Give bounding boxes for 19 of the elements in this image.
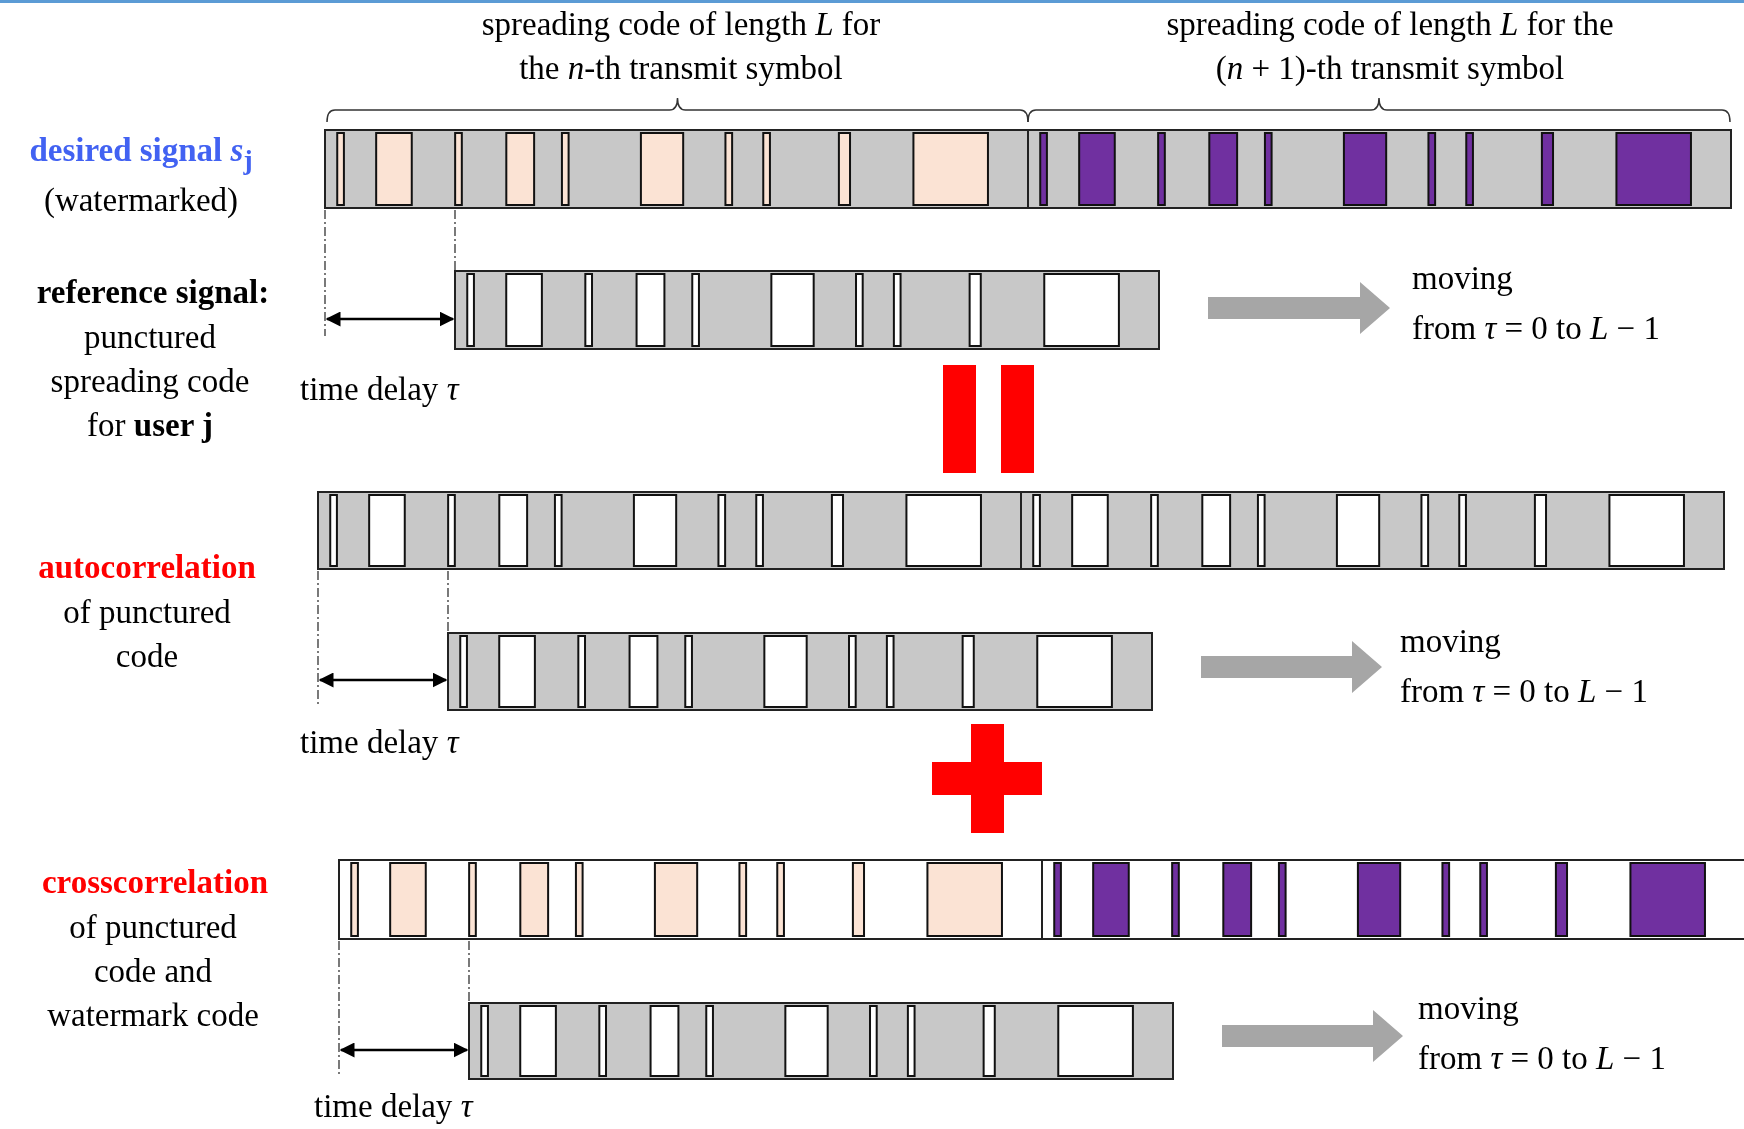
movement-note: from τ = 0 to L − 1 (1418, 1039, 1667, 1078)
row-description: punctured spreading code for user j (49, 318, 251, 445)
movement-note: from τ = 0 to L − 1 (1412, 309, 1661, 348)
row-title: autocorrelation (37, 548, 257, 587)
time-delay-label: time delay τ (300, 370, 461, 409)
movement-note: moving (1400, 622, 1502, 661)
row-description: of punctured code (62, 593, 232, 676)
time-delay-label: time delay τ (314, 1087, 475, 1126)
code-length-note: spreading code of length L for the (n + 1)-th transmit symbol (1165, 5, 1615, 88)
movement-note: from τ = 0 to L − 1 (1400, 672, 1649, 711)
time-delay-label: time delay τ (300, 723, 461, 762)
code-length-note: spreading code of length L for the n-th transmit symbol (480, 5, 882, 88)
row-description: of punctured code and watermark code (46, 908, 260, 1035)
row-title: crosscorrelation (40, 863, 270, 902)
movement-note: moving (1412, 259, 1514, 298)
row-title: desired signal s$_{j}$ (28, 131, 254, 177)
row-description: (watermarked) (42, 181, 240, 220)
row-title: reference signal: (35, 273, 271, 312)
movement-note: moving (1418, 989, 1520, 1028)
